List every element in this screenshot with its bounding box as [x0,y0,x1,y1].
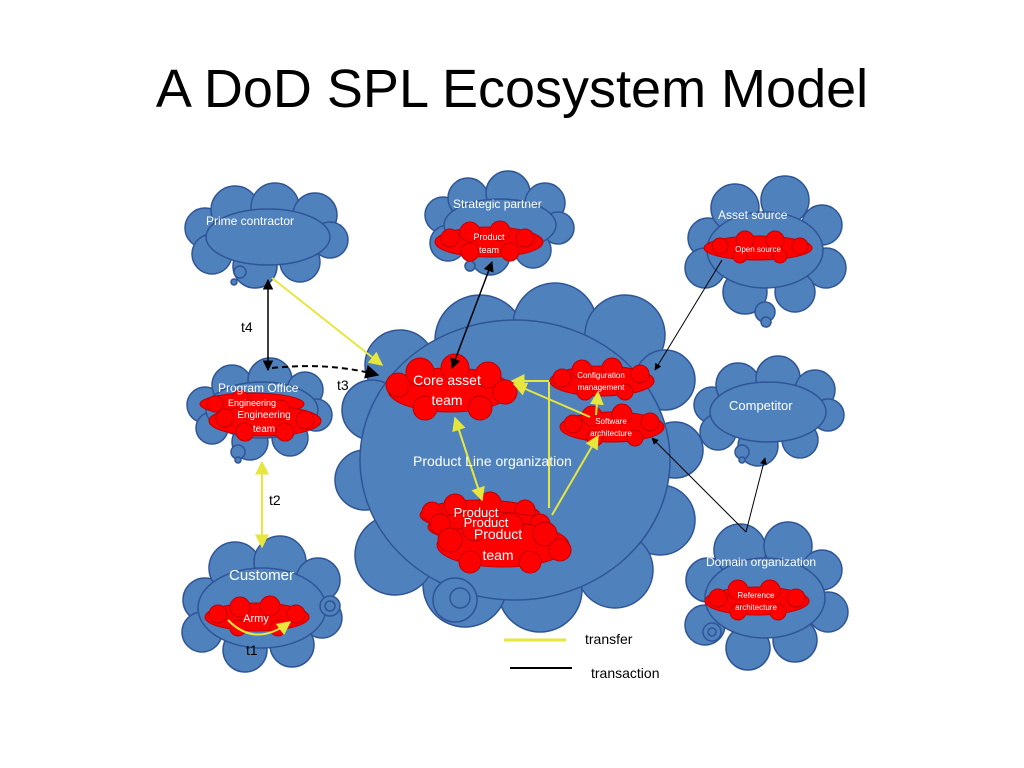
reference-architecture-label-2: architecture [735,603,777,612]
software-architecture-label-2: architecture [590,429,632,438]
strategic-partner-product-team [434,220,544,262]
software-architecture-label-1: Software [595,417,627,426]
product-team-label-2: team [482,547,513,563]
edge-partner-core-transaction [450,261,494,369]
open-source-label: Open source [735,245,781,254]
product-team [419,491,572,574]
product-back-label-2: Product [464,515,509,530]
reference-architecture-label-1: Reference [738,591,775,600]
product-team-label-1: Product [474,526,522,542]
army-label: Army [243,613,269,625]
engineering-back-label: Engineering [228,398,276,408]
prime-contractor-cloud [184,182,349,289]
strategic-partner-team-label-2: team [479,245,499,255]
slide-title: A DoD SPL Ecosystem Model [155,59,869,119]
edge-core-product-transfer [452,416,485,502]
domain-organization-label: Domain organization [706,555,816,569]
edge-label-t1: t1 [246,642,258,658]
edge-asset-source-config-transaction [654,259,723,371]
edge-t1-transfer [227,619,292,636]
edge-t3-transaction [271,364,380,379]
edge-domain-competitor-transaction [745,457,767,533]
edge-swarch-to-core-transfer [512,382,591,418]
edge-swarch-to-config-transfer [589,390,604,416]
competitor-label: Competitor [729,398,793,413]
edge-label-t4: t4 [241,319,253,335]
competitor-cloud [693,355,845,467]
reference-architecture-team [704,579,810,621]
customer-label: Customer [229,567,294,584]
engineering-team [199,389,322,442]
core-asset-team-label-1: Core asset [413,372,481,388]
legend-transfer-label: transfer [585,631,633,647]
product-line-organization-label: Product Line organization [413,453,572,469]
legend: transfer transaction [504,631,659,681]
edge-label-t2: t2 [269,492,281,508]
configuration-management-label-2: management [578,383,625,392]
engineering-team-label-2: team [253,424,275,435]
asset-source-label: Asset source [718,208,788,222]
edge-domain-swarch-transaction [651,437,747,533]
edge-prime-to-core-transfer [271,277,384,366]
prime-contractor-label: Prime contractor [206,214,294,228]
edge-label-t3: t3 [337,377,349,393]
strategic-partner-team-label-1: Product [473,232,505,242]
edge-product-to-swarch-transfer [551,434,599,516]
strategic-partner-label: Strategic partner [453,197,542,211]
core-asset-team-label-2: team [431,392,462,408]
configuration-management-label-1: Configuration [577,371,625,380]
product-back-label-1: Product [454,505,499,520]
configuration-management-team [549,357,655,401]
legend-transaction-label: transaction [591,665,659,681]
domain-organization-cloud [684,521,849,671]
open-source-team [703,230,813,264]
engineering-team-label-1: Engineering [237,410,290,421]
program-office-label: Program Office [218,381,299,395]
